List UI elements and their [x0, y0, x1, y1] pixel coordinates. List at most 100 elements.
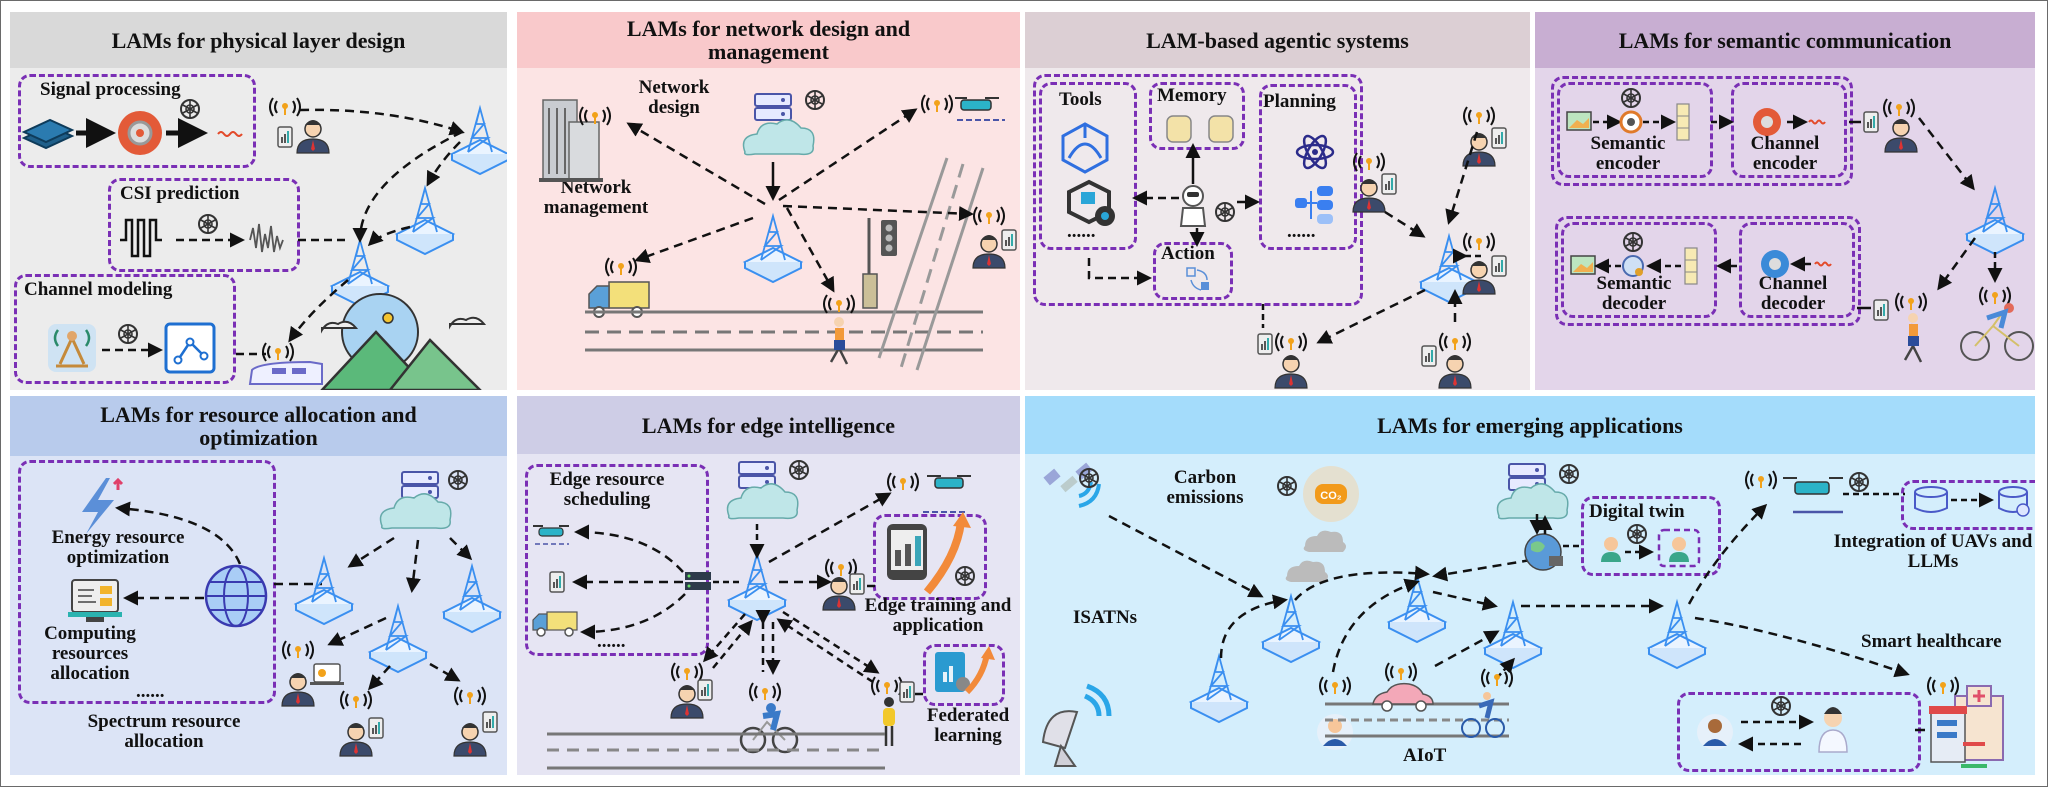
llm-logo-icon [1621, 88, 1641, 108]
signal-icon [671, 662, 703, 682]
channel-modeling-box [14, 274, 236, 384]
user-icon [1352, 178, 1386, 213]
memory-label: Memory [1157, 85, 1227, 106]
channel-model-icon [164, 322, 216, 374]
user-icon [339, 722, 373, 757]
truck-icon [588, 281, 650, 318]
llm-logo-icon [180, 99, 200, 119]
healthcare-box [1677, 692, 1921, 772]
signal-icon [605, 257, 637, 277]
base-station-icon [1190, 655, 1248, 723]
dashed-arrow [1432, 558, 1532, 582]
base-station-icon [451, 107, 507, 175]
llm-logo-icon [789, 460, 809, 480]
panel-agentic-systems: LAM-based agentic systems Tools ...... M… [1025, 12, 1530, 390]
dashed-arrow [776, 618, 874, 684]
dashed-arrow [1687, 503, 1768, 605]
noisy-signal-icon [249, 223, 284, 253]
signal-icon [454, 686, 486, 706]
earth-computer-icon [1524, 533, 1563, 571]
tablet-icon [1257, 333, 1273, 355]
computer-icon [68, 579, 122, 622]
channel-gear-icon [1753, 108, 1781, 136]
dashed-arrow [405, 539, 421, 593]
base-station-icon [728, 553, 786, 621]
federated-learning-box [923, 644, 1005, 706]
tools-label: Tools [1059, 89, 1102, 110]
signal-icon [1353, 152, 1385, 172]
training-tablet-icon [887, 512, 971, 595]
mountain-landscape-icon [320, 293, 487, 390]
dashed-arrow [1331, 578, 1420, 673]
doctor-icon [1818, 707, 1848, 753]
dashed-arrow [574, 524, 684, 573]
base-station-icon [1262, 595, 1320, 663]
base-station-icon [1388, 575, 1446, 643]
hospital-icon [1929, 685, 2004, 768]
tablet-icon [368, 717, 384, 739]
llm-logo-icon [118, 324, 138, 344]
signal-icon [1481, 668, 1513, 688]
csi-prediction-box [108, 178, 300, 272]
satellite-dish-icon [1041, 683, 1112, 767]
tablet-icon [1863, 111, 1879, 133]
dashed-arrow [778, 108, 918, 202]
edge-training-box [873, 514, 987, 600]
cyclist-icon [1960, 303, 2034, 361]
tablet-icon [1381, 173, 1397, 195]
base-station-icon [1648, 601, 1706, 669]
signal-icon [973, 206, 1005, 226]
waveform-icon [1808, 119, 1826, 125]
panel-edge-intelligence: LAMs for edge intelligence Edge resource… [517, 396, 1020, 775]
co2-bubble-icon: CO₂ [1303, 466, 1359, 522]
signal-icon [1319, 676, 1351, 696]
cyclist-icon [739, 703, 799, 754]
federated-doc-icon [935, 646, 995, 695]
car-icon [1372, 682, 1434, 712]
llm-logo-icon [1277, 476, 1297, 496]
cloud-server-icon [726, 461, 799, 520]
signal-wave-icon [120, 218, 162, 258]
image-icon [1566, 111, 1592, 131]
runner-icon [1903, 313, 1923, 363]
panel-title: LAMs for emerging applications [1025, 396, 2035, 454]
tablet-icon [1001, 229, 1017, 251]
planning-ellipsis: ...... [1287, 221, 1316, 242]
drone-icon [923, 475, 971, 513]
dashed-arrow [327, 616, 387, 646]
truck-icon [532, 611, 578, 637]
panel-title: LAMs for semantic communication [1535, 12, 2035, 68]
signal-processing-box [18, 74, 256, 168]
antenna-icon [48, 324, 96, 372]
co2-text: CO₂ [1320, 490, 1342, 502]
semantic-encoder-label: Semantic encoder [1590, 133, 1666, 174]
tool-sphere-icon [1061, 122, 1109, 174]
edge-scheduling-label: Edge resource scheduling [549, 469, 665, 510]
drone-icon [1783, 477, 1843, 514]
tablet-icon [899, 681, 915, 703]
atom-icon [1295, 134, 1335, 170]
dashed-arrow [367, 225, 411, 247]
semantic-decoder-label: Semantic decoder [1596, 273, 1672, 314]
receiver-box [1555, 216, 1861, 326]
drone-icon [955, 97, 1005, 121]
signal-icon [887, 472, 919, 492]
channel-encoder-box [1731, 82, 1847, 178]
signal-icon [1979, 286, 2011, 306]
channel-decoder-box [1739, 222, 1855, 318]
dashed-arrow [1445, 131, 1479, 225]
dashed-arrow [580, 593, 686, 640]
base-station-icon [443, 565, 501, 633]
signal-icon [1385, 662, 1417, 682]
llm-logo-icon [1215, 202, 1235, 222]
dashed-arrow [1087, 258, 1152, 286]
signal-icon [871, 676, 903, 696]
feature-vector-icon [1684, 247, 1698, 285]
dashed-arrow [429, 662, 461, 682]
tablet-icon [277, 126, 293, 148]
dashed-arrow [768, 492, 892, 564]
llm-logo-icon [448, 470, 468, 490]
resource-ellipsis: ...... [136, 681, 165, 702]
base-station-icon [295, 557, 353, 625]
dashed-arrow [1219, 594, 1288, 659]
